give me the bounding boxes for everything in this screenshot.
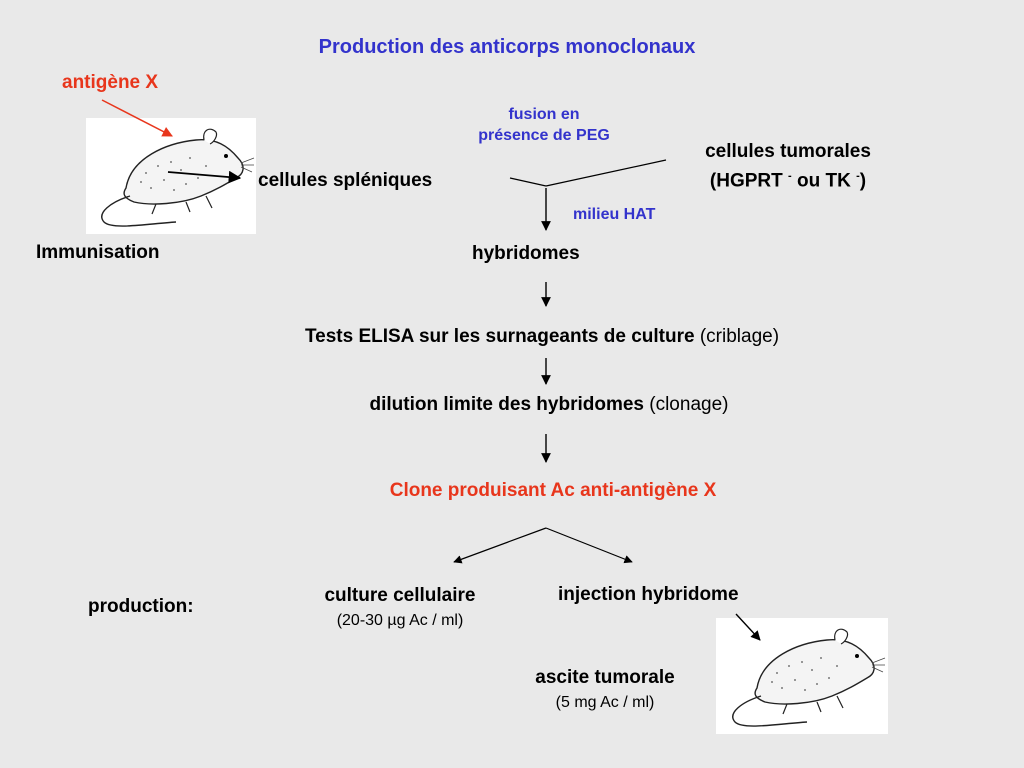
antigen-arrow [101, 99, 173, 137]
tumor-cells-line1: cellules tumorales [705, 141, 871, 162]
spleen-arrow [167, 170, 242, 184]
mouse-image-ascite [716, 618, 888, 734]
elisa-step: Tests ELISA sur les surnageants de cultu… [0, 326, 1024, 348]
page-title: Production des anticorps monoclonaux [318, 36, 696, 58]
injection-label: injection hybridome [558, 584, 739, 605]
tumor-cells-line2-c: ) [859, 170, 867, 192]
ascite-label: ascite tumorale [535, 667, 675, 688]
mouse-icon [732, 628, 886, 727]
tumor-cells-label: cellules tumorales (HGPRT - ou TK -) [678, 140, 898, 193]
fusion-label: fusion en présence de PEG [444, 104, 644, 146]
clone-label: Clone produisant Ac anti-antigène X [389, 480, 717, 501]
dilution-normal: (clonage) [643, 394, 729, 415]
ascite-block: ascite tumorale (5 mg Ac / ml) [500, 666, 710, 715]
tumor-cells-sup1: - [788, 170, 792, 182]
production-label: production: [88, 596, 194, 617]
mouse-image-immunisation [86, 118, 256, 234]
immunisation-label: Immunisation [36, 242, 160, 263]
spleen-cells-label: cellules spléniques [258, 170, 433, 191]
fusion-label-line2: présence de PEG [478, 127, 610, 144]
tumor-cells-line2-b: ou TK [791, 170, 857, 192]
mouse-icon [101, 128, 255, 227]
ascite-yield: (5 mg Ac / ml) [555, 694, 655, 711]
arrow-to-injection [545, 527, 633, 564]
tumor-cells-line2-a: (HGPRT [709, 170, 789, 192]
elisa-normal: (criblage) [694, 326, 780, 347]
elisa-bold: Tests ELISA sur les surnageants de cultu… [304, 326, 695, 347]
fusion-label-line1: fusion en [508, 106, 580, 123]
injection-arrow [735, 613, 761, 641]
culture-block: culture cellulaire (20-30 µg Ac / ml) [290, 584, 510, 633]
hat-label: milieu HAT [573, 206, 656, 223]
fusion-line-right [545, 159, 667, 187]
fusion-line-left [509, 177, 547, 187]
antigen-label: antigène X [62, 72, 159, 93]
tumor-cells-sup2: - [856, 170, 860, 182]
dilution-step: dilution limite des hybridomes (clonage) [0, 394, 1024, 416]
arrow-to-culture [453, 527, 547, 564]
hybridomas-label: hybridomes [472, 243, 580, 264]
dilution-bold: dilution limite des hybridomes [369, 394, 644, 415]
culture-label: culture cellulaire [324, 585, 476, 606]
culture-yield: (20-30 µg Ac / ml) [336, 612, 464, 629]
